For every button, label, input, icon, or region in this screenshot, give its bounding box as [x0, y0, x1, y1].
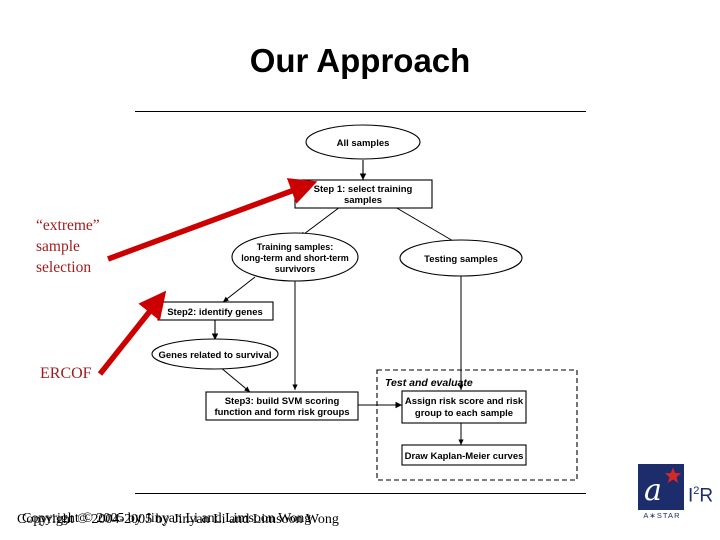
node-assign-risk-line1: Assign risk score and risk [405, 396, 524, 407]
astar-logo-box [638, 464, 684, 510]
node-all-samples-label: All samples [337, 138, 390, 149]
node-training-samples-line3: survivors [275, 264, 316, 274]
node-genes-related-label: Genes related to survival [159, 350, 272, 361]
page-title: Our Approach [249, 42, 471, 79]
node-step3-label-line1: Step3: build SVM scoring [225, 396, 340, 407]
i2r-tail: R [699, 485, 714, 507]
node-training-samples-line1: Training samples: [257, 242, 334, 252]
i2r-main: I [688, 485, 694, 507]
node-kaplan-meier-label: Draw Kaplan-Meier curves [405, 451, 524, 462]
flowchart-container: Test and evaluate All samples Step 1: se… [135, 111, 586, 494]
footer-copyright-primary: Copyright © 2005 by Jinyan Li and Limsoo… [22, 511, 312, 526]
node-step1-label-line1: Step 1: select training [314, 184, 413, 195]
star-icon [664, 467, 682, 483]
footer-copyright-secondary: Copyright © 2004-2005 by Jinyan Li and L… [17, 512, 339, 527]
node-step3 [205, 391, 359, 421]
node-step1-label-line2: samples [344, 195, 382, 206]
node-kaplan-meier [401, 444, 527, 466]
node-step2-label: Step2: identify genes [167, 307, 263, 318]
node-step1 [294, 179, 433, 209]
astar-logo-letter: a [644, 473, 662, 508]
astar-i2r-logo: a A∗STAR I2R [638, 464, 714, 528]
flowchart-svg: Test and evaluate All samples Step 1: se… [151, 124, 578, 481]
node-assign-risk [401, 390, 527, 424]
test-and-evaluate-group [376, 369, 578, 481]
node-training-samples-line2: long-term and short-term [241, 253, 349, 263]
node-testing-samples-label: Testing samples [424, 254, 498, 265]
annotation-extreme-sample-selection: “extreme” sample selection [36, 217, 100, 276]
astar-logo-text: A∗STAR [643, 511, 681, 520]
i2r-logo-text: I2R [688, 482, 713, 505]
annotation-ercof: ERCOF [40, 365, 92, 382]
test-and-evaluate-label: Test and evaluate [385, 377, 473, 389]
node-assign-risk-line2: group to each sample [415, 408, 513, 419]
node-step3-label-line2: function and form risk groups [214, 407, 349, 418]
i2r-superscript: 2 [693, 485, 700, 497]
node-all-samples [305, 124, 421, 160]
node-testing-samples [399, 239, 523, 277]
